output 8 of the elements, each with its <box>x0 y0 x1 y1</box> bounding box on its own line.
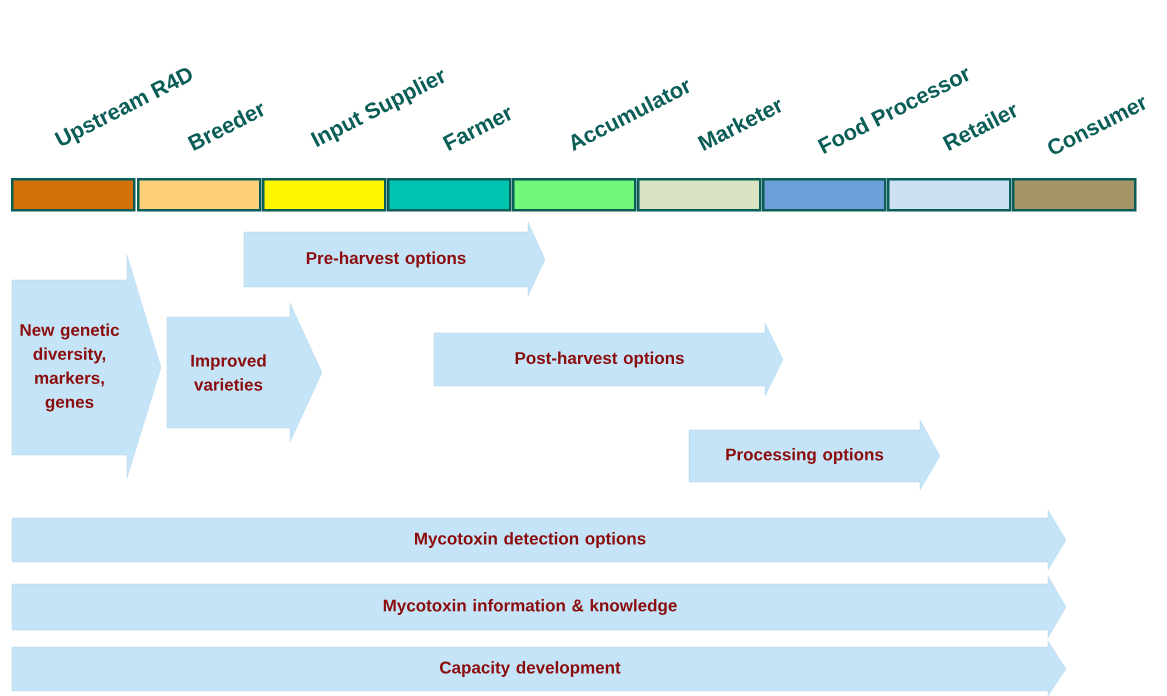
option-banner: Mycotoxin information & knowledge <box>11 575 1067 639</box>
option-banner: Improved varieties <box>166 302 323 443</box>
option-banner: Mycotoxin detection options <box>11 509 1067 571</box>
option-banner: Processing options <box>688 419 941 491</box>
option-banner: Capacity development <box>11 640 1067 696</box>
option-banner: New genetic diversity, markers, genes <box>11 254 162 479</box>
option-banner: Pre-harvest options <box>243 221 546 297</box>
option-banner: Post-harvest options <box>433 322 784 397</box>
